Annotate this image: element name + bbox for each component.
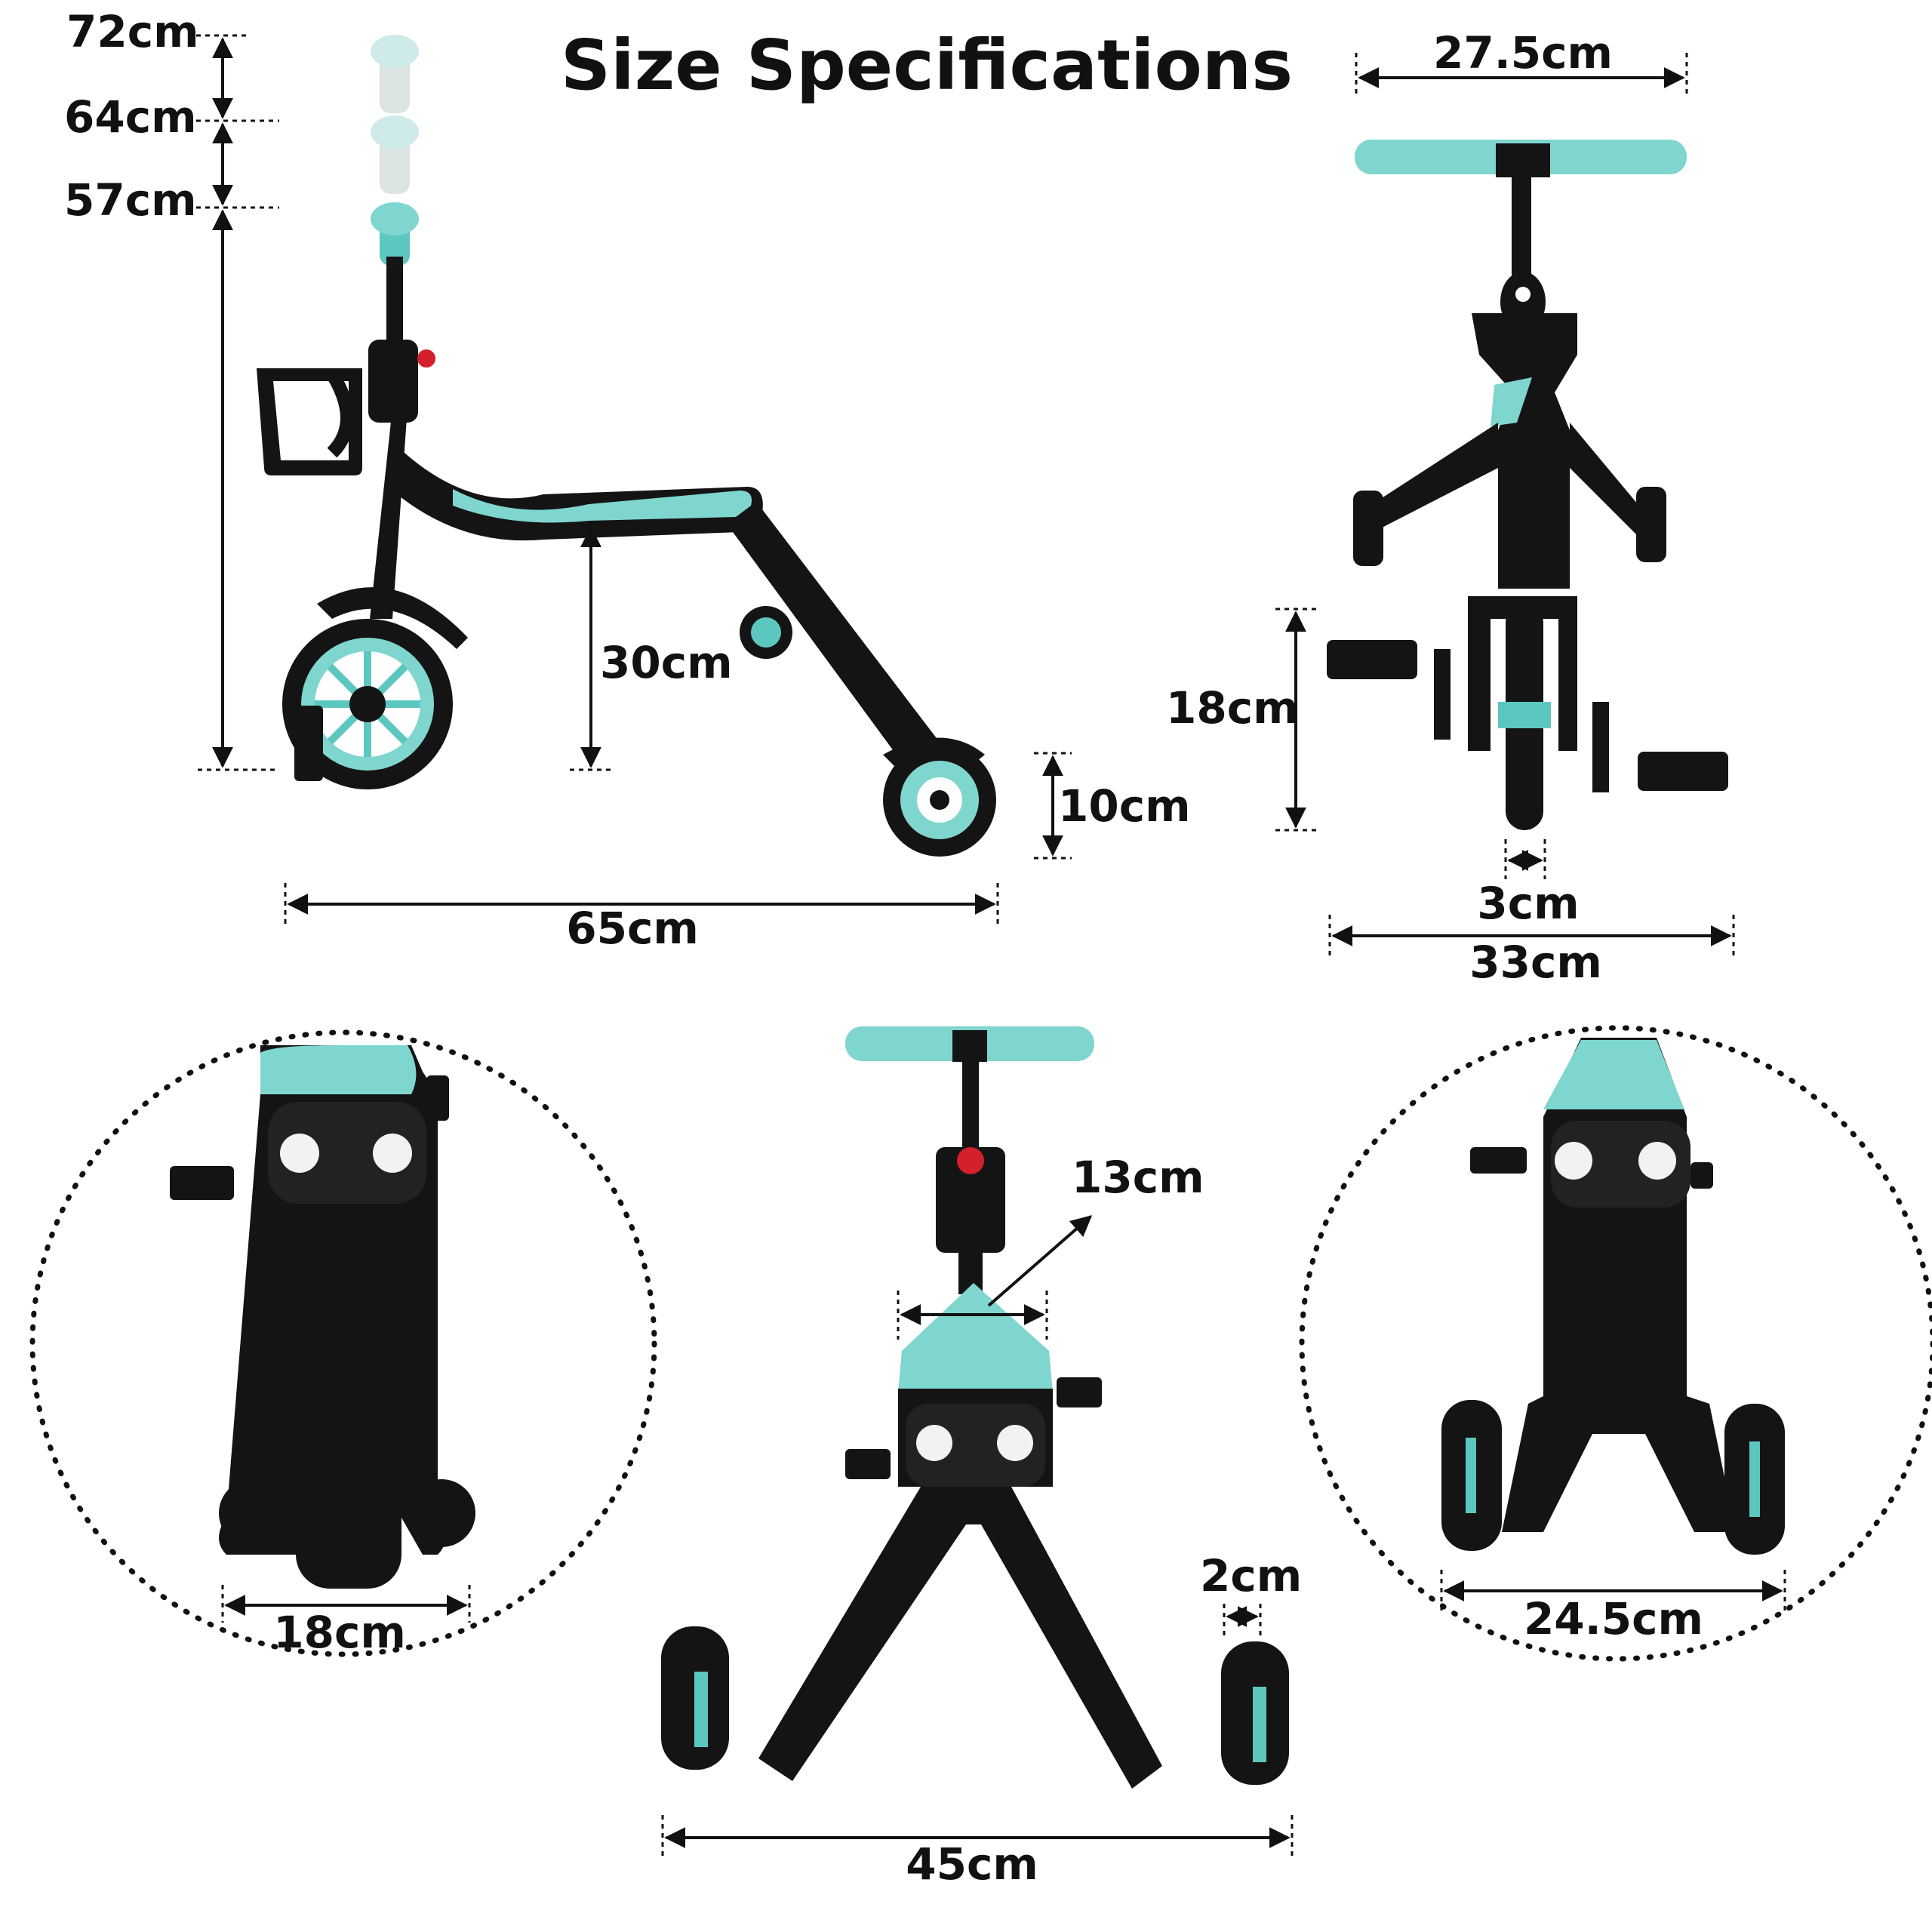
pedal-left bbox=[1327, 640, 1417, 679]
handlebar-clamp bbox=[1496, 143, 1550, 177]
folded-wheel-left bbox=[296, 1434, 401, 1589]
rear-wheel bbox=[883, 743, 996, 857]
scooter-wheel-left bbox=[661, 1626, 729, 1770]
label-3cm: 3cm bbox=[1477, 878, 1579, 929]
folded-view-left: 18cm bbox=[29, 1029, 657, 1658]
steering-stem bbox=[386, 257, 403, 355]
stem-clamp bbox=[368, 340, 418, 423]
seat-cushion bbox=[453, 489, 752, 523]
training-wheel-right bbox=[1636, 487, 1666, 562]
training-wheel-left bbox=[1353, 491, 1383, 566]
seat-beam bbox=[392, 445, 763, 541]
front-leg-left bbox=[1358, 423, 1498, 536]
label-33cm: 33cm bbox=[1469, 937, 1602, 988]
scooter-knob bbox=[957, 1147, 984, 1174]
cup-holder bbox=[257, 368, 362, 475]
front-fender bbox=[317, 587, 468, 649]
folded-seat-left bbox=[260, 1045, 417, 1094]
bolt-cap-center-2 bbox=[997, 1425, 1033, 1461]
handlebar-grip bbox=[371, 202, 419, 266]
pointer-arrow-13cm bbox=[987, 1215, 1093, 1307]
bolt-cap-right-2 bbox=[1638, 1142, 1676, 1180]
bolt-cap-left-1 bbox=[280, 1134, 319, 1173]
scooter-pedal-left bbox=[845, 1449, 891, 1479]
bolt-cap-right-1 bbox=[1555, 1142, 1592, 1180]
scooter-wheel-right bbox=[1221, 1641, 1289, 1785]
label-30cm: 30cm bbox=[600, 637, 733, 688]
bolt-cap-left-2 bbox=[373, 1134, 412, 1173]
crank-right bbox=[1592, 702, 1609, 792]
label-13cm: 13cm bbox=[1072, 1152, 1204, 1203]
front-fork-view bbox=[1468, 596, 1577, 751]
folded-pedal-left bbox=[170, 1166, 234, 1200]
label-24-5cm: 24.5cm bbox=[1524, 1593, 1703, 1644]
scooter-seat bbox=[898, 1283, 1053, 1392]
page-title: Size Specifications bbox=[561, 25, 1293, 106]
rear-leg bbox=[724, 509, 943, 762]
adjust-knob bbox=[417, 349, 435, 368]
scooter-stem bbox=[962, 1057, 979, 1155]
front-leg-right bbox=[1570, 423, 1645, 536]
folded-body-right bbox=[1502, 1038, 1736, 1532]
front-view: 27.5cm 18cm 3cm bbox=[1166, 27, 1735, 988]
label-2cm: 2cm bbox=[1200, 1550, 1302, 1601]
scooter-clamp bbox=[936, 1147, 1005, 1253]
dotted-circle-right bbox=[1299, 1025, 1932, 1662]
folded-seat-right bbox=[1543, 1040, 1684, 1109]
bolt-cap-center-1 bbox=[916, 1425, 952, 1461]
folded-wheel-right-right bbox=[1724, 1404, 1785, 1555]
scooter-view: 13cm 2cm 45cm bbox=[661, 1026, 1302, 1890]
label-10cm: 10cm bbox=[1058, 780, 1191, 832]
folded-pedal-right bbox=[1470, 1147, 1527, 1174]
folded-view-right: 24.5cm bbox=[1299, 1025, 1932, 1662]
label-18cm-folded: 18cm bbox=[273, 1607, 406, 1658]
front-fork bbox=[370, 408, 408, 619]
pedal-right bbox=[1638, 752, 1728, 791]
scooter-pedal-right bbox=[1057, 1377, 1102, 1407]
side-pedal bbox=[294, 706, 323, 781]
label-27-5cm: 27.5cm bbox=[1433, 27, 1613, 78]
front-wheel bbox=[282, 619, 453, 789]
label-64cm: 64cm bbox=[64, 91, 197, 143]
handlebar-ghost-positions bbox=[371, 35, 419, 194]
dotted-circle-left bbox=[29, 1029, 657, 1657]
label-18cm-front: 18cm bbox=[1166, 682, 1299, 734]
label-65cm: 65cm bbox=[566, 903, 699, 954]
label-45cm: 45cm bbox=[906, 1838, 1038, 1890]
front-seat-edge bbox=[1491, 377, 1532, 426]
side-view: 72cm 64cm 57cm bbox=[64, 6, 1191, 954]
folded-wheel-right-left bbox=[1441, 1400, 1502, 1551]
head-tube bbox=[1472, 313, 1577, 589]
label-57cm: 57cm bbox=[64, 174, 197, 226]
crank-left bbox=[1434, 649, 1451, 740]
label-72cm: 72cm bbox=[66, 6, 199, 57]
